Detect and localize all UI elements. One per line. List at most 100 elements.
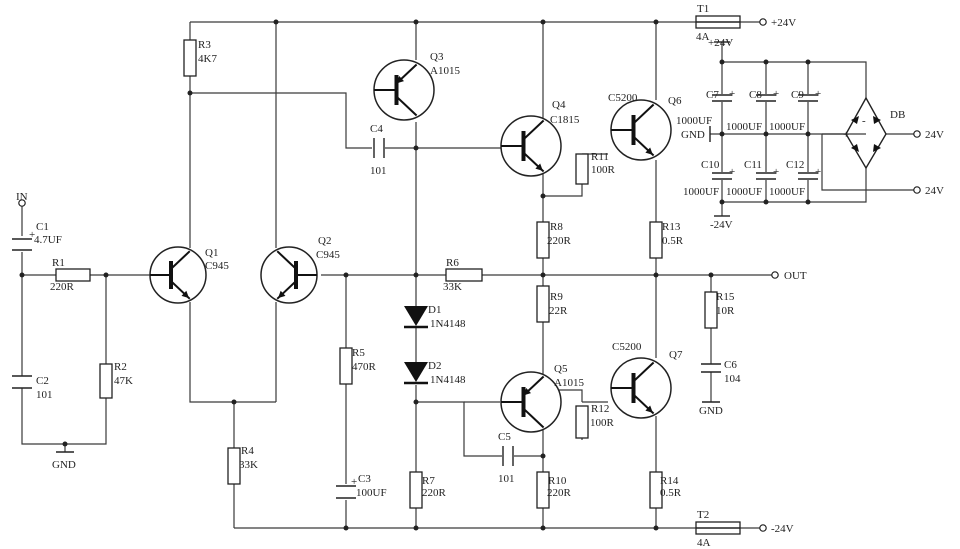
polarity-mark: + xyxy=(351,476,357,488)
fuse-t2: T2 4A xyxy=(695,509,741,549)
resistor-r14: R14 0.5R xyxy=(649,471,682,509)
capacitor-c3-ref: C3 xyxy=(358,473,371,485)
capacitor-c8: + C8 1000UF xyxy=(726,88,779,133)
resistor-icon xyxy=(339,347,353,385)
transistor-q5-ref: Q5 xyxy=(554,363,568,375)
input-terminal[interactable] xyxy=(18,199,26,207)
capacitor-c10-value: 1000UF xyxy=(683,186,719,198)
ac-label-2: 24V xyxy=(925,185,944,197)
resistor-r15-value: 10R xyxy=(716,305,735,317)
fuse-t1: T1 4A xyxy=(695,3,741,43)
resistor-r10: R10 220R xyxy=(536,471,572,509)
resistor-r9-value: 22R xyxy=(549,305,568,317)
resistor-r5-value: 470R xyxy=(352,361,377,373)
junction-dot xyxy=(805,59,811,65)
bridge-rectifier-icon xyxy=(845,96,887,170)
diode-d2-part: 1N4148 xyxy=(430,374,466,386)
resistor-r3-ref: R3 xyxy=(198,39,211,51)
capacitor-c1-ref: C1 xyxy=(36,221,49,233)
resistor-r7-value: 220R xyxy=(422,487,447,499)
wires xyxy=(21,21,914,529)
transistor-q1 xyxy=(149,246,207,304)
polarity-mark: + xyxy=(773,166,779,178)
resistor-r12-value: 100R xyxy=(590,417,615,429)
fuse-t1-ref: T1 xyxy=(697,3,709,15)
bridge-rectifier-db: DB - + xyxy=(843,96,905,170)
capacitor-c5-value: 101 xyxy=(498,473,515,485)
diode-d2-ref: D2 xyxy=(428,360,441,372)
electrolytic-capacitor-icon xyxy=(712,172,732,180)
output-label: OUT xyxy=(784,270,807,282)
junction-dot xyxy=(231,399,237,405)
resistor-icon xyxy=(575,153,589,185)
diode-icon xyxy=(404,362,428,382)
diode-d1-ref: D1 xyxy=(428,304,441,316)
psu-neg-label: -24V xyxy=(710,219,733,231)
capacitor-c12: + C12 1000UF xyxy=(769,159,821,198)
junction-dot xyxy=(540,272,546,278)
emitter-arrow-icon xyxy=(645,147,653,155)
junction-dot xyxy=(413,399,419,405)
emitter-arrow-icon xyxy=(181,290,190,299)
transistor-q6-part: C5200 xyxy=(608,92,638,104)
polarity-mark: + xyxy=(773,88,779,100)
resistor-r11-value: 100R xyxy=(591,164,616,176)
ac-terminal-1[interactable] xyxy=(913,130,921,138)
capacitor-c7-value: 1000UF xyxy=(676,115,712,127)
resistor-icon xyxy=(704,291,718,329)
junction-dot xyxy=(719,59,725,65)
resistor-r6: R6 33K xyxy=(443,257,483,293)
junction-dot xyxy=(653,272,659,278)
junction-dot xyxy=(343,525,349,531)
polarity-mark: + xyxy=(815,166,821,178)
resistor-r8-ref: R8 xyxy=(550,221,563,233)
capacitor-icon xyxy=(502,446,514,466)
junction-dot xyxy=(413,19,419,25)
psu-pos-label: +24V xyxy=(708,37,733,49)
resistor-r13-value: 0.5R xyxy=(662,235,684,247)
resistor-icon xyxy=(409,471,423,509)
pos-supply-terminal[interactable] xyxy=(759,18,767,26)
neg-supply-terminal[interactable] xyxy=(759,524,767,532)
transistor-q4 xyxy=(500,115,562,177)
resistor-r1-ref: R1 xyxy=(52,257,65,269)
resistor-r6-ref: R6 xyxy=(446,257,459,269)
transistor-q1-ref: Q1 xyxy=(205,247,218,259)
electrolytic-capacitor-icon xyxy=(712,94,732,102)
resistor-r12: R12 100R xyxy=(575,403,615,439)
resistor-r15: R15 10R xyxy=(704,291,735,329)
resistor-icon xyxy=(183,39,197,77)
transistor-q2-part: C945 xyxy=(316,249,340,261)
polarity-mark: + xyxy=(815,88,821,100)
resistor-r12-ref: R12 xyxy=(591,403,609,415)
emitter-arrow-icon xyxy=(523,388,531,396)
junction-dot xyxy=(413,272,419,278)
junction-dot xyxy=(763,131,769,137)
junction-dot xyxy=(62,441,68,447)
electrolytic-capacitor-icon xyxy=(756,172,776,180)
resistor-r5: R5 470R xyxy=(339,347,377,385)
polarity-mark: + xyxy=(29,229,35,241)
transistor-q1-part: C945 xyxy=(205,260,229,272)
transistor-q3 xyxy=(373,59,435,121)
ac-label-1: 24V xyxy=(925,129,944,141)
resistor-icon xyxy=(649,471,663,509)
transistor-q2 xyxy=(260,246,318,304)
resistor-r11-ref: R11 xyxy=(591,151,609,163)
input-label: IN xyxy=(16,191,28,203)
output-terminal[interactable] xyxy=(771,271,779,279)
transistors xyxy=(149,59,672,433)
capacitor-c10: + C10 1000UF xyxy=(683,159,735,198)
resistor-r1-value: 220R xyxy=(50,281,75,293)
transistor-q2-ref: Q2 xyxy=(318,235,331,247)
capacitor-c2-ref: C2 xyxy=(36,375,49,387)
junction-dot xyxy=(19,272,25,278)
polarity-mark: - xyxy=(862,115,866,127)
junction-dot xyxy=(540,193,546,199)
resistor-icon xyxy=(536,471,550,509)
ac-terminal-2[interactable] xyxy=(913,186,921,194)
capacitor-c5-ref: C5 xyxy=(498,431,511,443)
capacitor-c12-value: 1000UF xyxy=(769,186,805,198)
transistor-q6-ref: Q6 xyxy=(668,95,682,107)
resistor-r4-value: 33K xyxy=(239,459,258,471)
